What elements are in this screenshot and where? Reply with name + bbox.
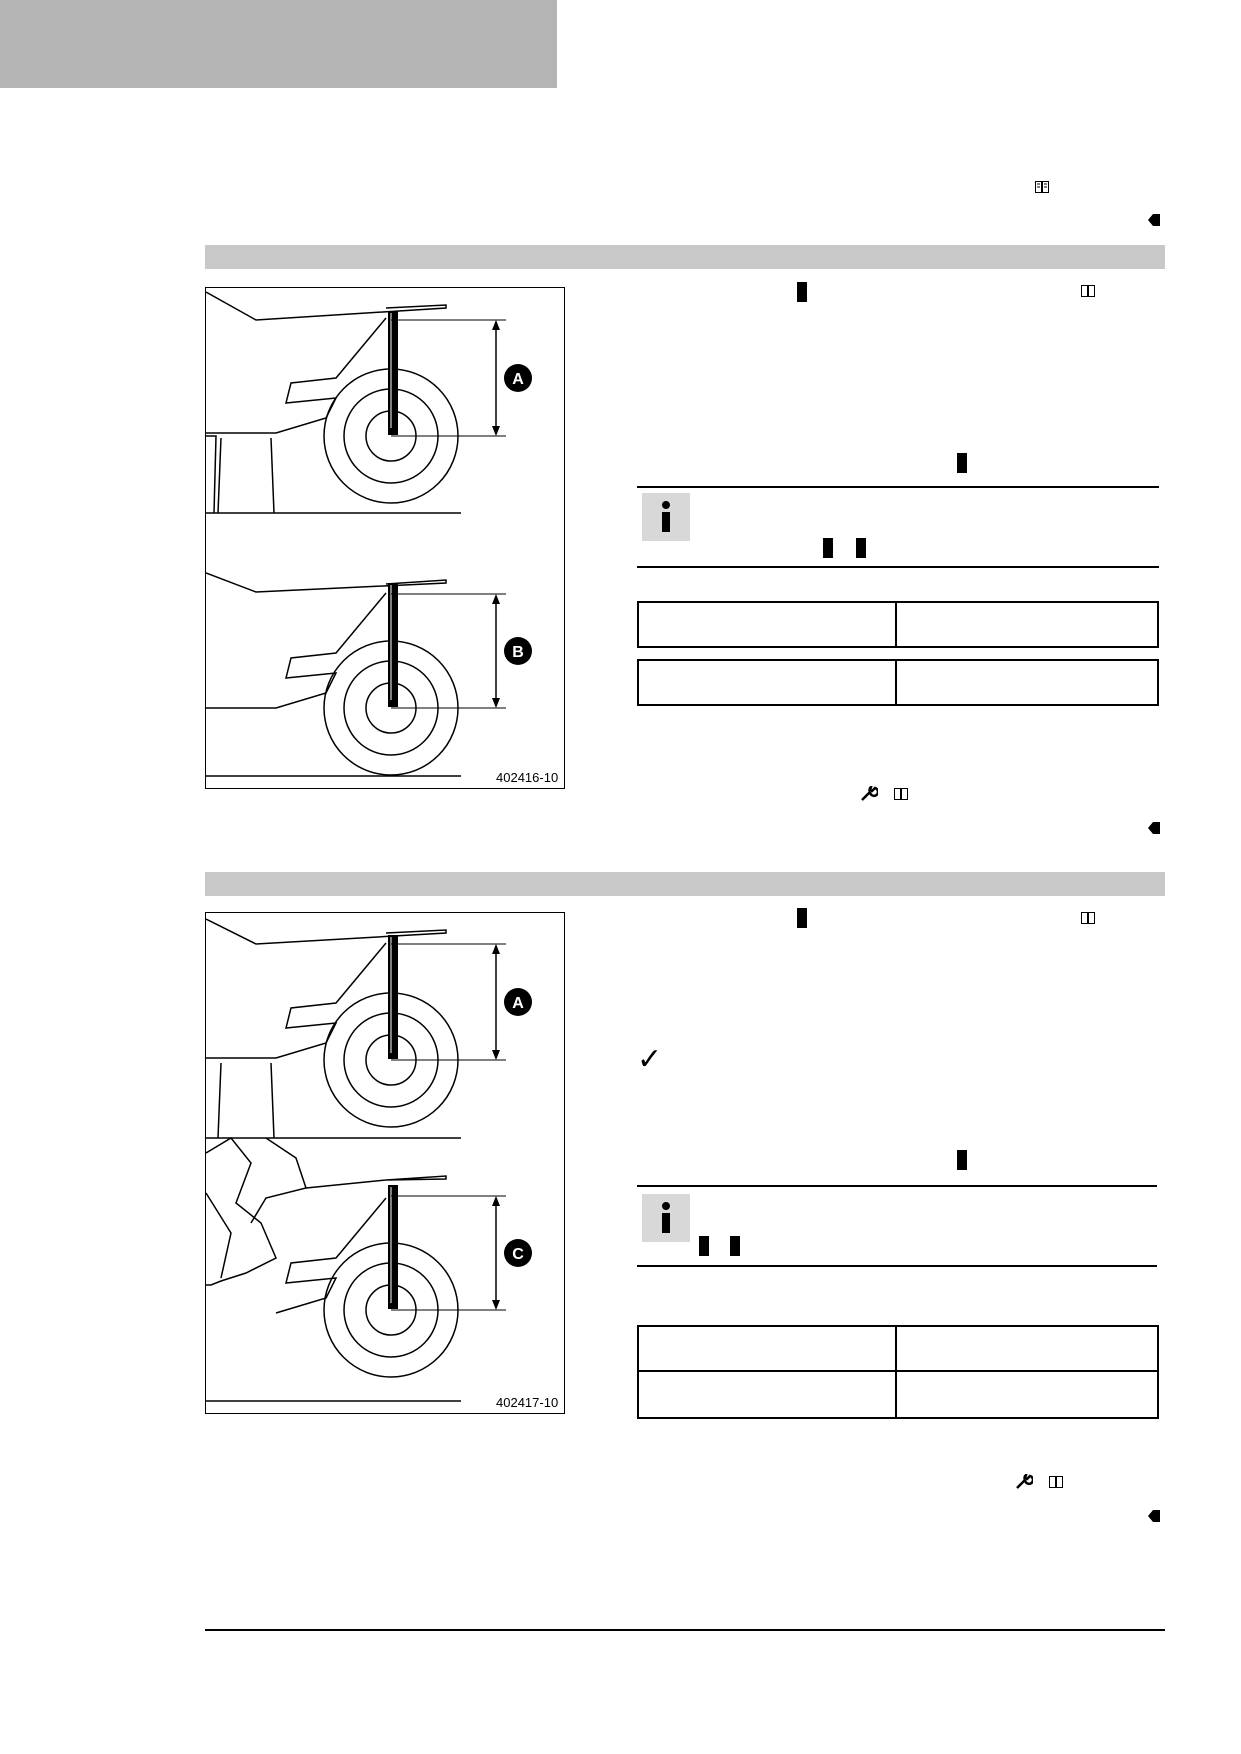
end-marker-icon — [1148, 214, 1160, 226]
spec-table-row — [637, 601, 1159, 648]
chapter-header-tab — [0, 0, 557, 88]
spec-table — [637, 1325, 1159, 1419]
figure-2: A C 402417-10 — [205, 912, 565, 1414]
book-icon — [894, 788, 908, 800]
reference-marker — [856, 538, 866, 558]
table-cell — [639, 603, 897, 646]
end-marker-icon — [1148, 1510, 1160, 1522]
reference-marker — [823, 538, 833, 558]
section-bar-2 — [205, 872, 1165, 896]
callout-a: A — [512, 371, 524, 388]
section-bar-1 — [205, 245, 1165, 269]
reference-marker — [730, 1236, 740, 1256]
callout-c: C — [512, 1246, 524, 1263]
table-row-divider — [639, 1370, 1157, 1372]
book-icon — [1035, 181, 1049, 193]
note-rule-top — [637, 486, 1159, 488]
footer-rule — [205, 1629, 1165, 1631]
book-icon — [1081, 285, 1095, 297]
figure-1-drawing: A B — [206, 291, 532, 777]
figure-caption-2: 402417-10 — [496, 1395, 559, 1410]
reference-marker — [699, 1236, 709, 1256]
wrench-icon — [861, 786, 878, 801]
info-icon — [642, 1194, 690, 1242]
note-rule-bottom — [637, 566, 1159, 568]
note-rule-bottom — [637, 1265, 1157, 1267]
callout-a: A — [512, 995, 524, 1012]
book-icon — [1049, 1476, 1063, 1488]
wrench-icon — [1016, 1474, 1033, 1489]
callout-b: B — [512, 644, 524, 661]
reference-marker — [797, 282, 807, 302]
book-icon — [1081, 912, 1095, 924]
table-cell — [639, 1327, 897, 1417]
checkmark-icon: ✓ — [637, 1042, 663, 1077]
reference-marker — [957, 453, 967, 473]
info-icon — [642, 493, 690, 541]
figure-caption-1: 402416-10 — [496, 770, 559, 785]
spec-table-row — [637, 659, 1159, 706]
table-cell — [639, 661, 897, 704]
note-rule-top — [637, 1185, 1157, 1187]
reference-marker — [797, 908, 807, 928]
end-marker-icon — [1148, 822, 1160, 834]
reference-marker — [957, 1150, 967, 1170]
figure-1: A B 402416-10 — [205, 287, 565, 789]
figure-2-drawing: A C — [206, 918, 532, 1402]
